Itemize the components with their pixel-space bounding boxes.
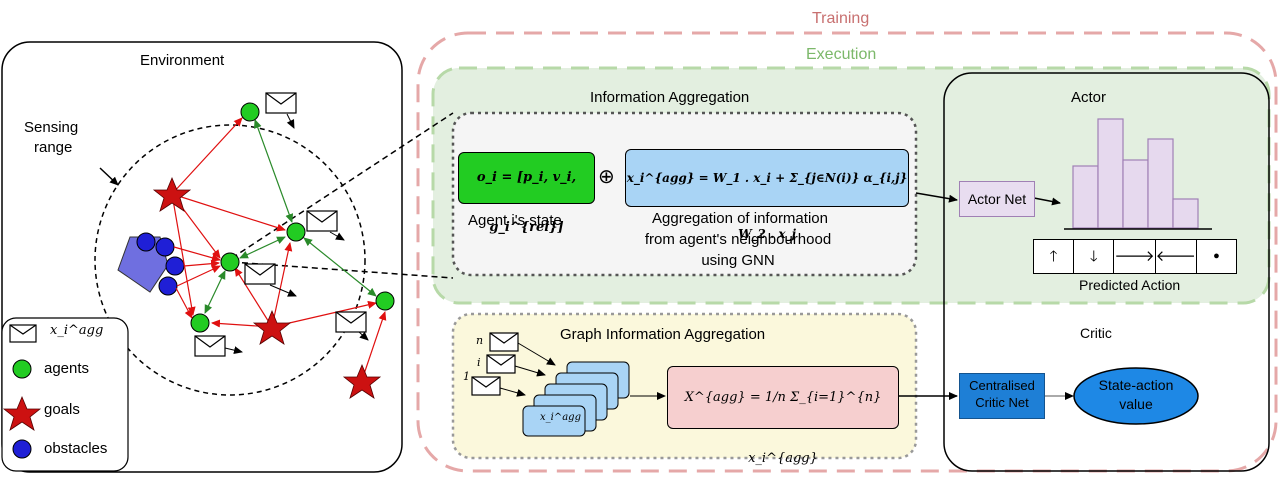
stack-label-i: i	[477, 356, 481, 369]
training-label: Training	[812, 10, 870, 27]
legend-agents-label: agents	[44, 360, 90, 377]
legend-goals-label: goals	[44, 401, 80, 418]
aggregation-caption-line3: using GNN	[701, 252, 775, 269]
legend-goal-icon	[2, 395, 42, 431]
agent-feature-stack	[522, 361, 630, 437]
actor-net-box: Actor Net	[959, 181, 1035, 217]
histogram-bar	[1122, 159, 1149, 229]
agent	[220, 252, 240, 272]
obstacle	[136, 232, 156, 252]
agent	[286, 222, 306, 242]
sensing-range-line1: Sensing	[24, 119, 79, 136]
legend-message-label: x_i^agg	[50, 323, 104, 338]
envelope-icons	[194, 92, 367, 357]
actor-critic-box	[943, 72, 1270, 472]
obstacle-pentagon	[117, 236, 169, 293]
critic-title: Critic	[1080, 325, 1112, 341]
aggregation-formula: x_i^{agg} = W_1 . x_i + Σ_{j∈N(i)} α_{i,…	[625, 149, 909, 241]
graph-aggregation-title: Graph Information Aggregation	[560, 326, 766, 343]
execution-label: Execution	[806, 46, 877, 63]
predicted-action-label: Predicted Action	[1079, 277, 1181, 293]
information-aggregation-title: Information Aggregation	[590, 89, 750, 106]
oplus-symbol: ⊕	[598, 166, 615, 188]
arrow-down-icon: 🡓	[1074, 240, 1115, 273]
agent	[375, 291, 395, 311]
goal-star	[152, 176, 192, 212]
agent-state-caption: Agent i's state	[468, 212, 562, 229]
agent	[190, 313, 210, 333]
stack-card-label: x_i^agg	[540, 412, 581, 423]
histogram-bar	[1097, 118, 1124, 229]
obstacle	[158, 276, 178, 296]
critic-net-box: Centralised Critic Net	[959, 373, 1045, 419]
legend-envelope-icon	[9, 324, 37, 343]
goal-star	[342, 363, 382, 399]
arrow-up-icon: 🡑	[1034, 240, 1075, 273]
legend-agent-icon	[12, 359, 32, 379]
state-action-value-line1: State-action	[1098, 377, 1174, 393]
critic-net-line2: Critic Net	[975, 395, 1029, 410]
legend-obstacles-label: obstacles	[44, 440, 108, 457]
stack-label-1: 1	[463, 370, 470, 383]
action-histogram	[1072, 118, 1199, 229]
training-region	[416, 31, 1278, 473]
environment-title: Environment	[140, 52, 225, 69]
agent	[240, 102, 260, 122]
actor-title: Actor	[1071, 89, 1107, 106]
global-aggregation-formula: X^{agg} = 1/n Σ_{i=1}^{n} x_i^{agg}	[667, 366, 899, 466]
aggregation-caption-line1: Aggregation of information	[652, 210, 828, 227]
obstacle	[165, 256, 185, 276]
agent-state-formula: o_i = [p_i, v_i, g_i^{rel}]	[458, 152, 595, 235]
legend-box	[1, 317, 129, 472]
histogram-bar	[1172, 198, 1199, 229]
dot-icon: ●	[1213, 250, 1220, 262]
state-action-value-line2: value	[1119, 396, 1153, 412]
arrow-left-icon: 🡐	[1156, 240, 1197, 273]
action-bar: 🡑 🡓 🡒 🡐 ●	[1033, 239, 1237, 274]
sensing-range-line2: range	[34, 139, 73, 156]
legend-obstacle-icon	[12, 439, 32, 459]
aggregation-caption-line2: from agent's neighbourhood	[644, 231, 832, 248]
critic-net-line1: Centralised	[969, 378, 1035, 393]
histogram-bar	[1072, 165, 1099, 229]
arrow-right-icon: 🡒	[1114, 240, 1156, 273]
obstacle	[155, 237, 175, 257]
state-action-value-ellipse	[1073, 367, 1199, 425]
goal-star	[252, 309, 292, 345]
histogram-bar	[1147, 138, 1174, 229]
stack-label-n: n	[476, 334, 484, 347]
